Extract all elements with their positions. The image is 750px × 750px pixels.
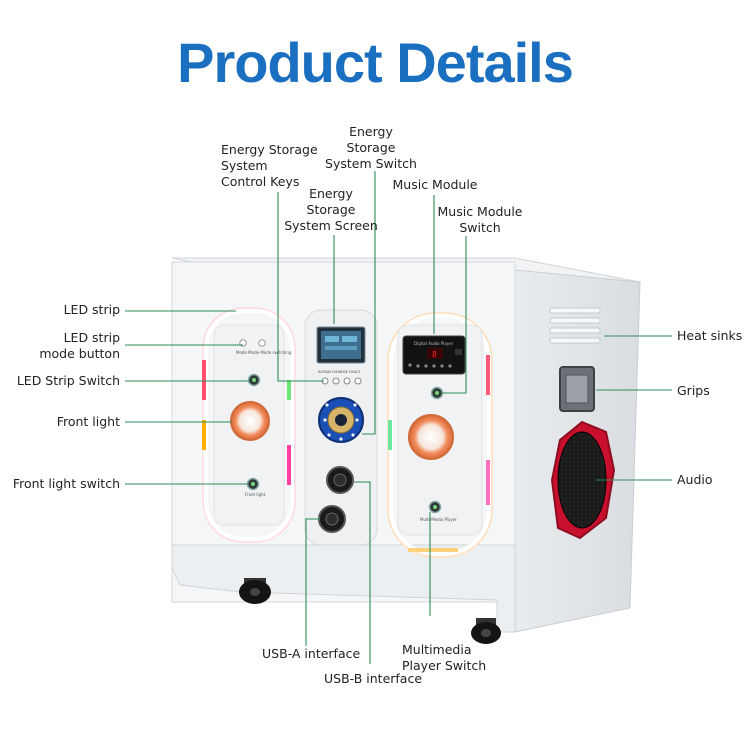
label-front-light: Front light (56, 414, 120, 429)
label-audio: Audio (677, 472, 713, 487)
heat-sinks (549, 307, 601, 344)
wheel-left (239, 578, 271, 604)
label-music-module-switch: Music Module Switch (437, 204, 523, 235)
led-mode-text: Mode Mode Mode switching (236, 350, 292, 355)
label-music-module: Music Module (392, 177, 478, 192)
label-usb-a: USB-A interface (262, 646, 361, 661)
multimedia-switch-text: Multi-Media Player (420, 517, 457, 522)
music-module-brand: Digital Audio Player (414, 341, 454, 346)
label-front-light-switch: Front light switch (12, 476, 120, 491)
label-grips: Grips (677, 383, 710, 398)
led-mode-button-2[interactable] (258, 339, 266, 347)
control-key-2[interactable] (332, 377, 340, 385)
control-key-3[interactable] (343, 377, 351, 385)
label-screen: Energy Storage System Screen (284, 186, 378, 233)
label-led-strip-switch: LED Strip Switch (16, 373, 120, 388)
label-usb-b: USB-B interface (324, 671, 423, 686)
label-control-keys: Energy Storage System Control Keys (221, 142, 318, 189)
control-key-4[interactable] (354, 377, 362, 385)
indicator-row-text: ACPAN CHARGE FAULT (318, 369, 361, 374)
front-light-left (230, 401, 270, 441)
front-light-right (408, 414, 454, 460)
wheel-right (471, 618, 501, 644)
leader-lines (125, 171, 672, 664)
label-led-strip: LED strip (63, 302, 120, 317)
cabinet-base (171, 544, 516, 633)
label-heat-sinks: Heat sinks (677, 328, 743, 343)
front-light-switch-text: Front light (245, 492, 266, 497)
label-led-strip-mode-button: LED strip mode button (39, 330, 120, 361)
music-module-display: 8 (432, 350, 437, 359)
page-title: Product Details (177, 31, 574, 94)
label-system-switch: Energy Storage System Switch (325, 124, 417, 171)
label-multimedia-switch: Multimedia Player Switch (402, 642, 487, 673)
